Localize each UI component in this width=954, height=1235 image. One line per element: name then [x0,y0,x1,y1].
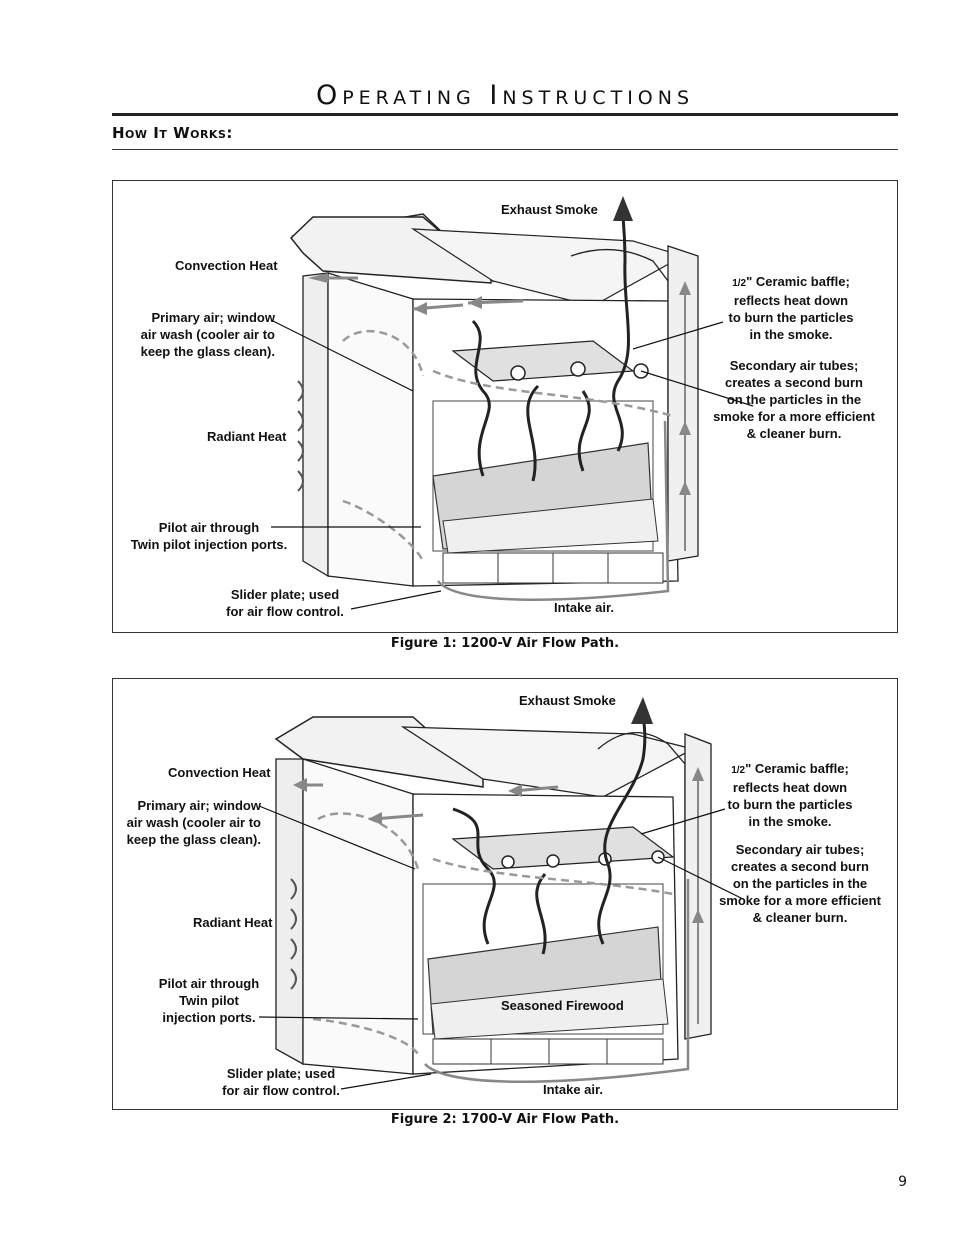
primary-air-label: Primary air; window air wash (cooler air… [140,310,275,359]
section-rule [112,149,898,150]
title-rule [112,113,898,116]
fireplace-diagram-2 [258,697,744,1090]
fireplace-diagram-1 [270,196,754,610]
radiant-heat-label: Radiant Heat [207,429,287,444]
secondary-air-label: Secondary air tubes; creates a second bu… [713,358,875,441]
figure-1-caption: Figure 1: 1200-V Air Flow Path. [390,636,620,651]
page-number: 9 [898,1174,907,1190]
slider-plate-label: Slider plate; used for air flow control. [222,1066,340,1098]
intake-air-label: Intake air. [554,600,614,615]
ceramic-baffle-label: 1/2" Ceramic baffle; reflects heat down … [727,761,853,829]
figure-1-box: Exhaust Smoke Convection Heat Primary ai… [112,180,898,633]
primary-air-label: Primary air; window air wash (cooler air… [126,798,261,847]
slider-plate-label: Slider plate; used for air flow control. [226,587,344,619]
exhaust-smoke-label: Exhaust Smoke [501,202,598,217]
radiant-heat-label: Radiant Heat [193,915,273,930]
pilot-air-label: Pilot air through Twin pilot injection p… [158,976,260,1025]
secondary-air-label: Secondary air tubes; creates a second bu… [719,842,881,925]
page-title: Operating Instructions [315,80,695,111]
convection-heat-label: Convection Heat [175,258,278,273]
pilot-air-label: Pilot air through Twin pilot injection p… [130,520,288,552]
seasoned-firewood-label: Seasoned Firewood [501,998,624,1013]
convection-heat-label: Convection Heat [168,765,271,780]
intake-air-label: Intake air. [543,1082,603,1097]
section-heading: How It Works: [112,124,233,142]
exhaust-smoke-label: Exhaust Smoke [519,693,616,708]
ceramic-baffle-label: 1/2" Ceramic baffle; reflects heat down … [728,274,854,342]
figure-2-box: Exhaust Smoke Convection Heat Primary ai… [112,678,898,1110]
figure-2-caption: Figure 2: 1700-V Air Flow Path. [390,1112,620,1127]
